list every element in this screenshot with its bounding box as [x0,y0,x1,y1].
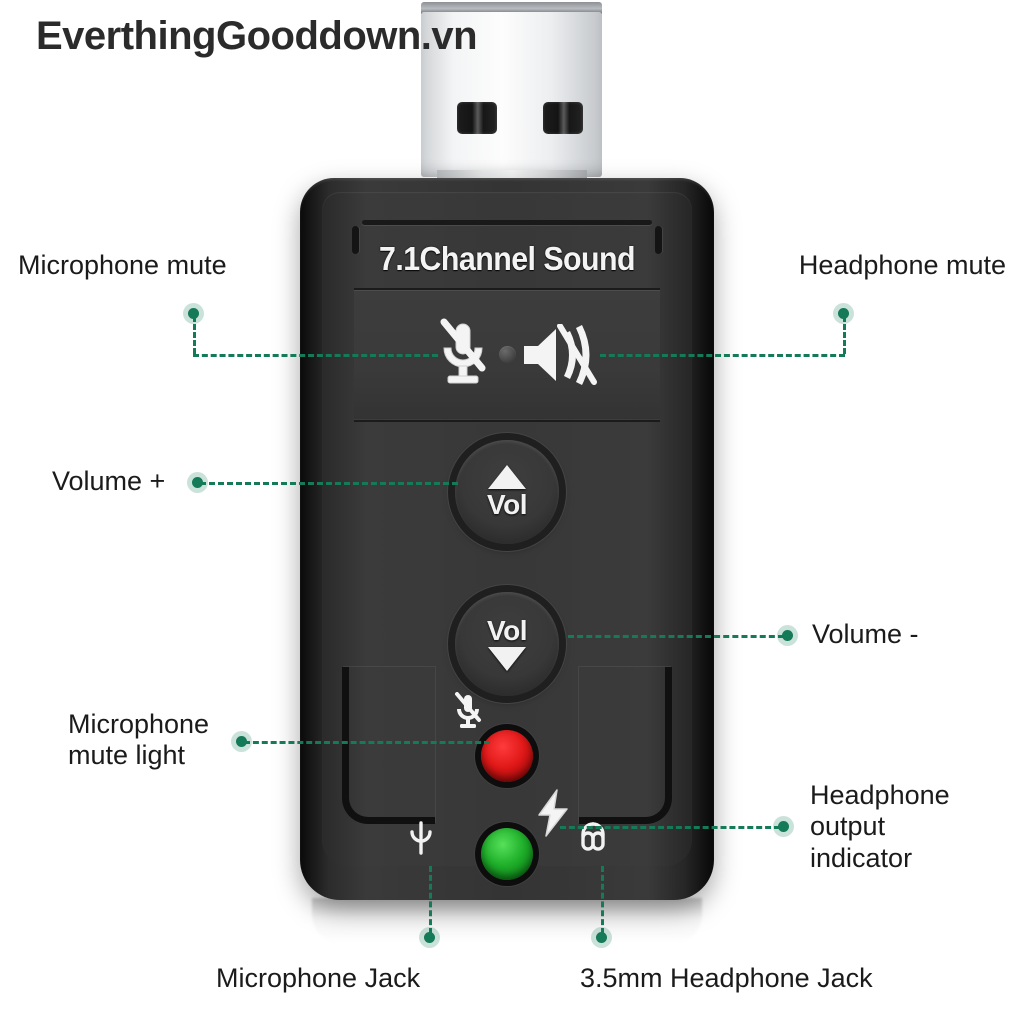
callout-microphone-mute-light: Microphone mute light [68,709,210,771]
leader-microphone-jack [429,866,432,934]
usb-connector-body [421,12,602,177]
callout-dot-headphone-jack [596,932,607,943]
volume-down-button[interactable]: Vol [455,592,559,696]
volume-up-button[interactable]: Vol [455,440,559,544]
device-face-panel: 7.1Channel Sound [322,192,692,880]
triangle-down-icon [488,647,526,671]
callout-dot-volume-down [782,630,793,641]
microphone-mute-led [481,730,533,782]
callout-volume-down: Volume - [812,619,919,649]
usb-connector-lip [421,2,602,14]
callout-headphone-output-indicator: Headphone output indicator [810,780,950,873]
callout-dot-headphone-output-indicator [778,821,789,832]
callout-dot-microphone-jack [424,932,435,943]
leader-volume-up [200,482,458,485]
status-pinhole [499,346,516,363]
top-rail [362,220,652,225]
callout-dot-volume-up [192,477,203,488]
callout-microphone-jack: Microphone Jack [216,963,421,993]
site-watermark: EverthingGooddown.vn [36,14,478,58]
brand-label: 7.1Channel Sound [378,240,636,277]
microphone-mute-icon[interactable] [432,318,494,395]
side-notch-left [352,226,359,254]
headphone-icon [578,819,608,864]
leader-headphone-mute-vertical [843,316,846,354]
callout-headphone-mute: Headphone mute [798,250,1006,280]
usb-contact-slot-left [457,102,497,134]
leader-headphone-mute-horizontal [600,354,845,357]
headphone-output-led [481,828,533,880]
usb-contact-slot-right [543,102,583,134]
volume-up-label: Vol [487,489,527,520]
side-notch-right [655,226,662,254]
callout-volume-up: Volume + [52,466,166,496]
speaker-mute-icon[interactable] [520,323,598,391]
usb-sound-card-device: 7.1Channel Sound [300,178,714,900]
leader-microphone-mute-vertical [193,316,196,354]
leader-headphone-output-indicator [560,826,780,829]
microphone-icon [406,819,436,864]
volume-down-label: Vol [487,615,527,646]
body-groove-right [579,667,672,824]
callout-dot-microphone-mute-light [236,736,247,747]
lightning-bolt-icon [533,788,573,843]
callout-microphone-mute: Microphone mute [18,250,227,280]
leader-microphone-mute-horizontal [193,354,438,357]
leader-headphone-jack [601,866,604,934]
body-groove-left [342,667,435,824]
callout-dot-headphone-mute [838,308,849,319]
triangle-up-icon [488,465,526,489]
leader-microphone-mute-light [244,741,490,744]
microphone-mute-indicator-icon [451,692,485,737]
leader-volume-down [568,635,784,638]
callout-headphone-jack: 3.5mm Headphone Jack [580,963,873,993]
device-reflection [312,898,702,944]
callout-dot-microphone-mute [188,308,199,319]
